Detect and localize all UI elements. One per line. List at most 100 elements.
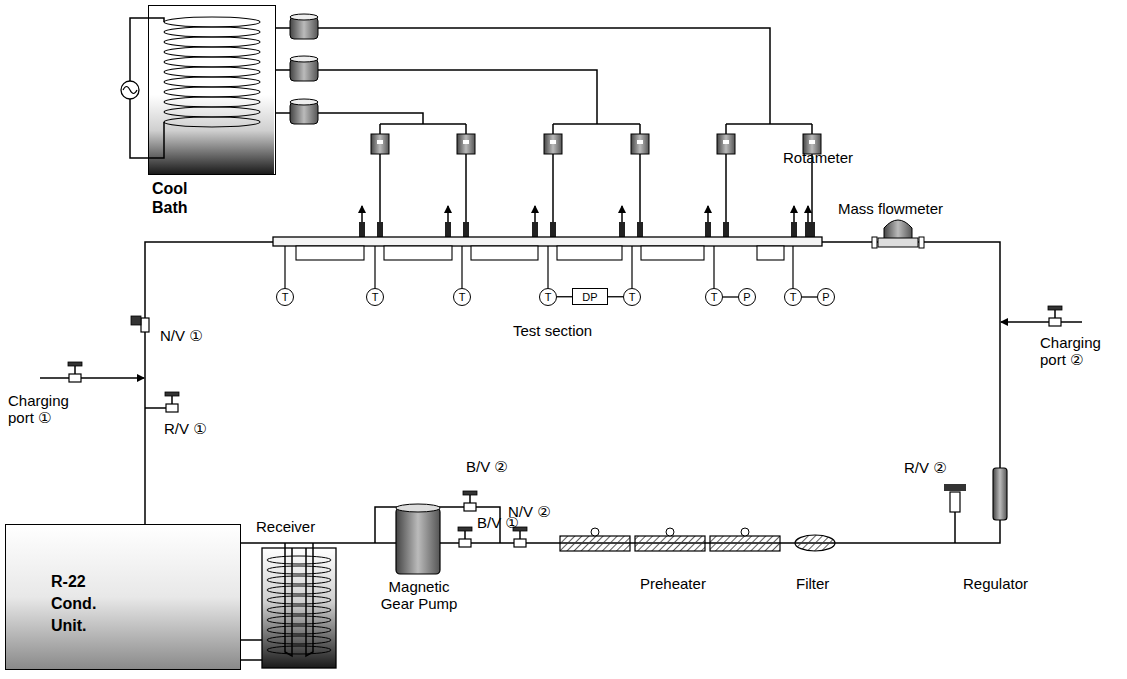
cooling-jacket (757, 246, 784, 260)
part-label: B/V ① (477, 514, 519, 531)
receiver-coil (267, 616, 331, 624)
loop-pipe (145, 242, 1000, 543)
outlet-arrow (447, 206, 449, 222)
outlet-arrow (534, 206, 536, 222)
ball-valve (459, 539, 471, 547)
sensor-circle: T (623, 288, 641, 306)
condensing-unit-box: R-22 Cond. Unit. (5, 524, 241, 670)
rotameter-symbol (377, 140, 383, 144)
charging-valve (1054, 310, 1056, 318)
rotameter-symbol (637, 140, 643, 144)
gear-pump (396, 508, 440, 574)
sensor-circle: T (276, 288, 294, 306)
relief-valve (171, 396, 173, 404)
part-label: B/V ② (466, 458, 508, 475)
bath-coil (164, 97, 260, 107)
part-label: Receiver (256, 518, 315, 535)
part-label: Rotameter (783, 149, 853, 166)
bath-fluid (149, 95, 274, 174)
rotameter-symbol (809, 140, 815, 144)
receiver-coil (267, 586, 331, 594)
sensor-line (547, 246, 548, 288)
sensor-circle: P (817, 288, 835, 306)
outlet-arrow (361, 206, 363, 222)
relief-valve (165, 392, 179, 396)
receiver-tube (306, 543, 313, 656)
outlet-arrow (621, 206, 623, 222)
fitting (377, 222, 383, 238)
fitting (550, 222, 556, 238)
part-label: Mass flowmeter (838, 200, 943, 217)
cooling-jacket (471, 246, 538, 260)
node-text: T (545, 291, 552, 303)
receiver-coil (267, 606, 331, 614)
sensor-circle: T (705, 288, 723, 306)
refrigerant-line (240, 639, 262, 641)
fitting (723, 222, 729, 238)
ball-valve (458, 527, 472, 531)
cooling-jacket (557, 246, 622, 260)
preheater-dial (666, 528, 674, 536)
coolant-line (811, 124, 813, 134)
bath-coil (164, 77, 260, 87)
receiver-coil (267, 576, 331, 584)
needle-valve (141, 318, 149, 332)
receiver-coil (267, 646, 331, 654)
sensor-line (461, 246, 462, 288)
part-label: Magnetic Gear Pump (374, 578, 464, 612)
fitting (872, 237, 877, 248)
receiver-tube (285, 543, 292, 656)
fitting (463, 222, 469, 238)
preheater-dial (741, 528, 749, 536)
ball-valve (469, 495, 471, 503)
needle-valve (514, 539, 526, 547)
sensor-circle: P (738, 288, 756, 306)
ball-valve (464, 503, 476, 511)
bath-line (275, 69, 290, 71)
charging-valve (69, 374, 81, 382)
outlet-arrow (707, 206, 709, 222)
receiver-tank (262, 548, 336, 668)
bath-coil (164, 117, 260, 127)
charging-line (1001, 321, 1082, 323)
fitting (637, 222, 643, 238)
part-label: Filter (796, 575, 829, 592)
dp-transducer: DP (572, 288, 608, 305)
rotameter-symbol (463, 140, 469, 144)
coolant-line (726, 123, 812, 125)
sensor-circle: T (453, 288, 471, 306)
charging-valve (68, 362, 82, 366)
sensor-line (713, 246, 714, 288)
node-text: R-22 Cond. Unit. (51, 571, 109, 637)
node-text: DP (582, 291, 597, 303)
cooling-jacket (296, 246, 364, 260)
part-label: R/V ① (164, 420, 207, 437)
fitting (919, 237, 924, 248)
sensor-line (631, 246, 632, 288)
rotameter-symbol (544, 134, 562, 154)
sensor-line (374, 246, 375, 288)
node-text: T (282, 291, 289, 303)
sensor-circle: T (539, 288, 557, 306)
needle-valve (131, 316, 141, 325)
filter-symbol (795, 535, 835, 551)
part-label: Test section (513, 322, 592, 339)
ac-source (123, 87, 137, 94)
preheater-dial (591, 528, 599, 536)
power-wire (130, 99, 164, 158)
part-label: Charging port ① (8, 392, 83, 426)
rotameter-symbol (631, 134, 649, 154)
cooling-jacket (641, 246, 704, 260)
bath-coil (164, 47, 260, 57)
fitting (445, 222, 451, 238)
power-wire (130, 18, 164, 81)
ac-source (121, 81, 139, 99)
charging-valve (1049, 318, 1061, 326)
refrigerant-line (240, 659, 262, 661)
circulation-pump (290, 14, 318, 20)
coolant-line (553, 123, 640, 125)
circulation-pump (290, 56, 318, 62)
mass-flowmeter (884, 220, 912, 240)
coolant-line (318, 28, 770, 124)
